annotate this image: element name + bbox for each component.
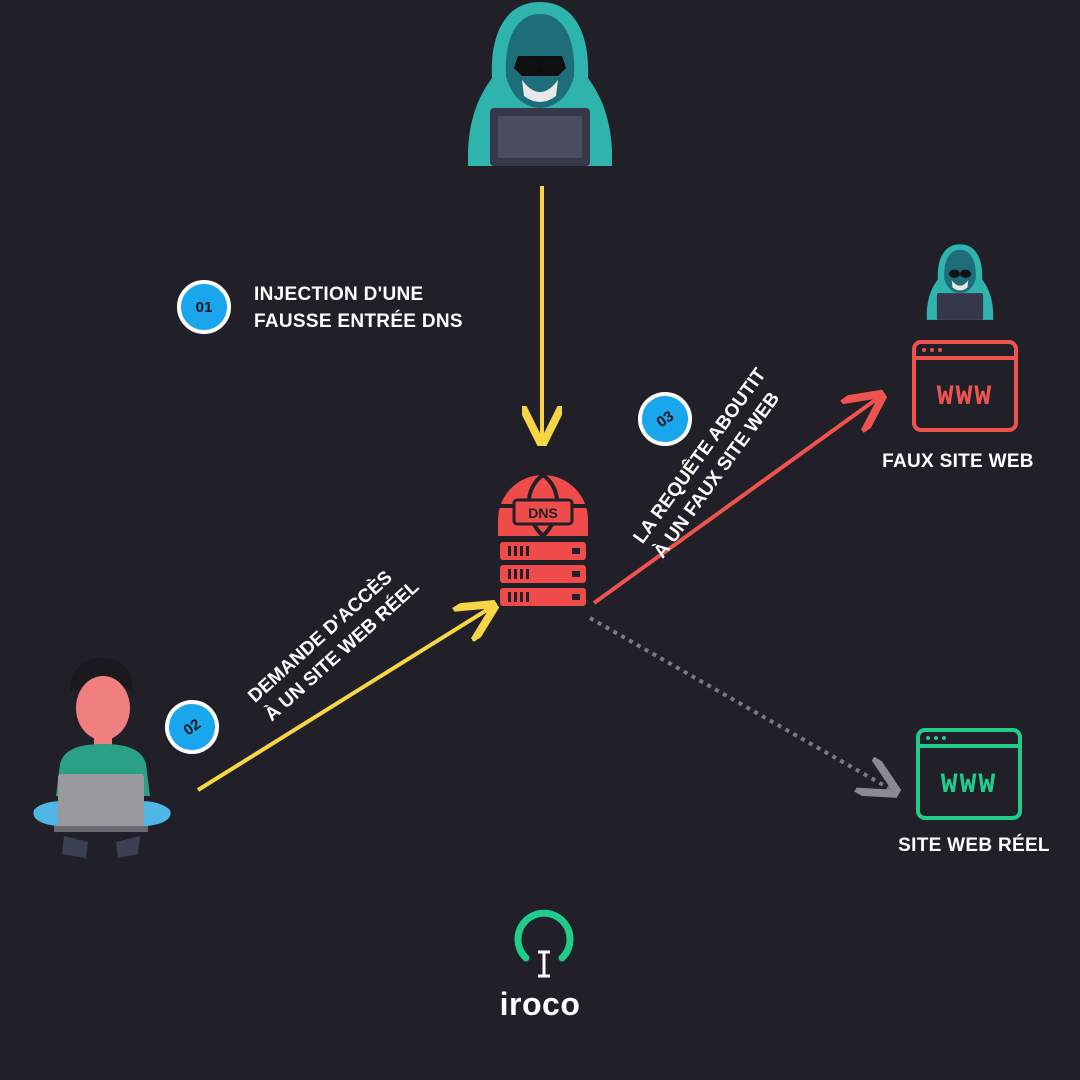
user-illustration [33,658,171,858]
step-number: 03 [653,407,677,431]
fake-www-text: WWW [937,382,993,413]
real-website-icon: WWW [916,728,1022,820]
step1-line1: INJECTION D'UNE [254,284,424,305]
step-badge-01: 01 [177,280,231,334]
small-hacker-illustration [926,244,994,320]
real-www-text: WWW [941,770,997,801]
fake-website-icon: WWW [912,340,1018,432]
real-site-caption: SITE WEB RÉEL [898,835,1050,856]
request-arrow [196,608,490,792]
dns-label: DNS [528,505,558,521]
step-number: 01 [195,298,213,316]
step1-description: INJECTION D'UNE FAUSSE ENTRÉE DNS [254,281,463,335]
dns-server-icon: DNS [498,473,588,606]
iroco-logo-icon [514,909,574,978]
brand-name: iroco [499,986,581,1022]
step1-line2: FAUSSE ENTRÉE DNS [254,311,463,332]
redirect-arrow [592,398,878,605]
step-number: 02 [180,715,204,739]
fake-site-caption: FAUX SITE WEB [882,451,1034,472]
hacker-illustration [468,2,612,166]
real-path-arrow [589,616,892,790]
